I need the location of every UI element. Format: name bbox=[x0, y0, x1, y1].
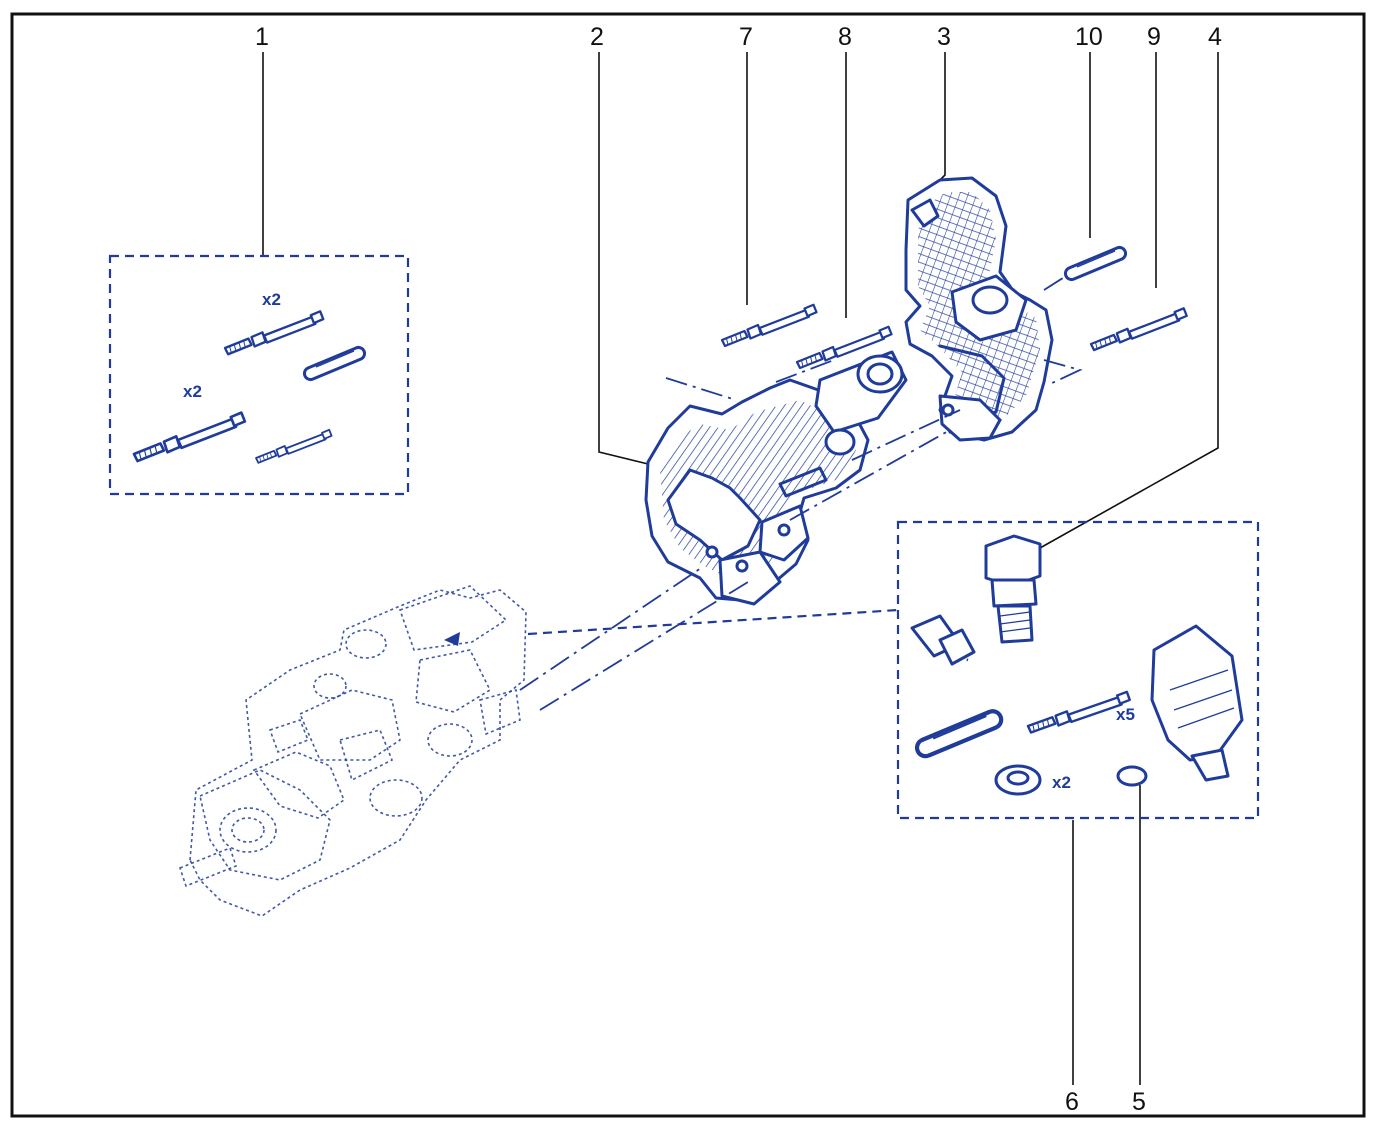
diagram-frame bbox=[10, 12, 1366, 1118]
kit-1-box: x2 x2 bbox=[108, 254, 410, 496]
callout-3: 3 bbox=[937, 23, 951, 51]
washer-icon bbox=[994, 764, 1042, 796]
stud-icon bbox=[132, 411, 247, 463]
callout-7: 7 bbox=[739, 23, 753, 51]
callout-2: 2 bbox=[590, 23, 604, 51]
pin-icon bbox=[302, 345, 367, 382]
leader-lines bbox=[262, 52, 1219, 1085]
callout-8: 8 bbox=[838, 23, 852, 51]
callout-6: 6 bbox=[1065, 1088, 1079, 1116]
lever-icon bbox=[904, 176, 1054, 442]
callout-1: 1 bbox=[255, 23, 269, 51]
callout-10: 10 bbox=[1075, 23, 1103, 51]
stud-icon bbox=[720, 303, 818, 348]
pin-icon bbox=[917, 711, 1001, 756]
kit1-qty-top: x2 bbox=[262, 290, 281, 309]
assembly-lines bbox=[444, 275, 1083, 711]
pump-icon bbox=[179, 585, 527, 917]
kit-6-box: x5 x2 bbox=[896, 520, 1260, 820]
kit6-qty-bolts: x5 bbox=[1116, 705, 1135, 724]
kit6-qty-washers: x2 bbox=[1052, 773, 1071, 792]
solenoid-icon bbox=[910, 611, 1244, 782]
bracket-icon bbox=[644, 350, 908, 606]
stud-icon bbox=[1089, 307, 1188, 352]
callout-4: 4 bbox=[1208, 23, 1222, 51]
stud-icon bbox=[1026, 687, 1132, 738]
o-ring-icon bbox=[1116, 765, 1148, 787]
kit1-qty-left: x2 bbox=[183, 382, 202, 401]
callout-5: 5 bbox=[1132, 1088, 1146, 1116]
stud-icon bbox=[223, 310, 325, 356]
stud-icon bbox=[255, 428, 333, 464]
fitting-icon bbox=[984, 534, 1042, 644]
callout-9: 9 bbox=[1147, 23, 1161, 51]
pin-icon bbox=[1063, 245, 1128, 282]
